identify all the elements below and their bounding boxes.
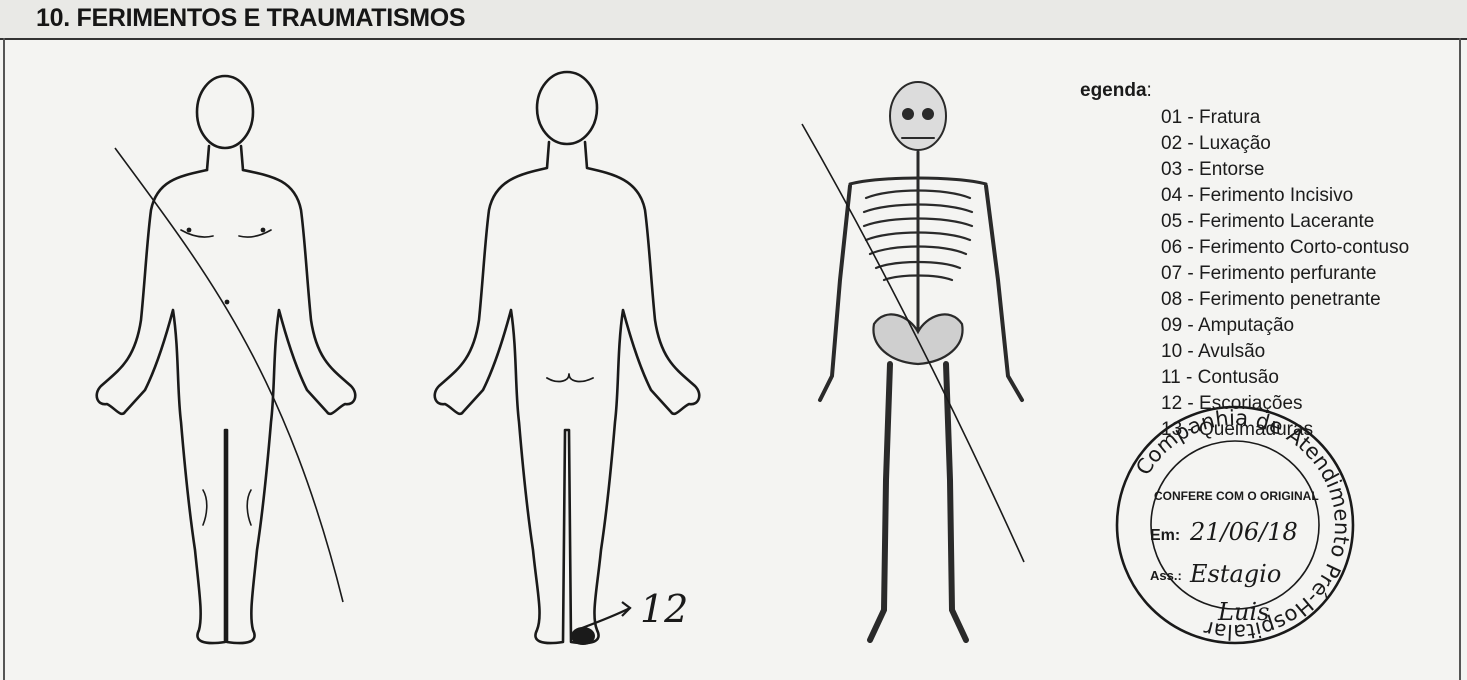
front-chest-lines [181, 230, 271, 237]
legend-item: 08 - Ferimento penetrante [1161, 287, 1467, 313]
leg-right [946, 364, 966, 640]
stamp-sign-label: Ass.: [1150, 568, 1182, 583]
front-nipple-left [187, 228, 192, 233]
legend-item: 10 - Avulsão [1161, 339, 1467, 365]
arm-left [820, 186, 850, 400]
certification-stamp: Companhia de Atendimento Pré-Hospitalar … [1110, 400, 1360, 650]
skull [890, 82, 946, 150]
back-buttocks-line [547, 374, 593, 381]
front-head [197, 76, 253, 148]
legend-item: 11 - Contusão [1161, 365, 1467, 391]
stamp-date-value: 21/06/18 [1189, 518, 1298, 546]
front-nipple-right [261, 228, 266, 233]
legend-item: 02 - Luxação [1161, 131, 1467, 157]
annotation-arrow [582, 608, 630, 628]
left-border [3, 38, 5, 680]
front-torso [97, 170, 356, 643]
legend-item: 01 - Fratura [1161, 105, 1467, 131]
back-head [537, 72, 597, 144]
back-torso [435, 142, 700, 643]
stamp-signature-1: Estagio [1189, 560, 1281, 588]
body-back-figure [425, 70, 715, 660]
section-title: 10. FERIMENTOS E TRAUMATISMOS [36, 4, 465, 33]
stamp-inner-heading: CONFERE COM O ORIGINAL [1154, 489, 1319, 503]
body-front-figure [85, 70, 375, 660]
leg-left [870, 364, 890, 640]
arm-right [986, 186, 1022, 400]
handwritten-annotation: 12 [578, 578, 718, 648]
annotation-text: 12 [640, 587, 688, 631]
legend-title: egenda: [1080, 80, 1152, 102]
legend-item: 05 - Ferimento Lacerante [1161, 209, 1467, 235]
legend-list: 01 - Fratura 02 - Luxação 03 - Entorse 0… [1161, 105, 1467, 443]
legend-item: 07 - Ferimento perfurante [1161, 261, 1467, 287]
front-navel [225, 300, 230, 305]
front-neck [207, 146, 243, 170]
header-rule [0, 38, 1467, 40]
legend-item: 09 - Amputação [1161, 313, 1467, 339]
skeleton-figure [790, 80, 1055, 655]
stamp-signature-2: Luis [1217, 598, 1269, 626]
legend-item: 04 - Ferimento Incisivo [1161, 183, 1467, 209]
legend-item: 06 - Ferimento Corto-contuso [1161, 235, 1467, 261]
stamp-date-label: Em: [1150, 527, 1180, 544]
legend-item: 03 - Entorse [1161, 157, 1467, 183]
